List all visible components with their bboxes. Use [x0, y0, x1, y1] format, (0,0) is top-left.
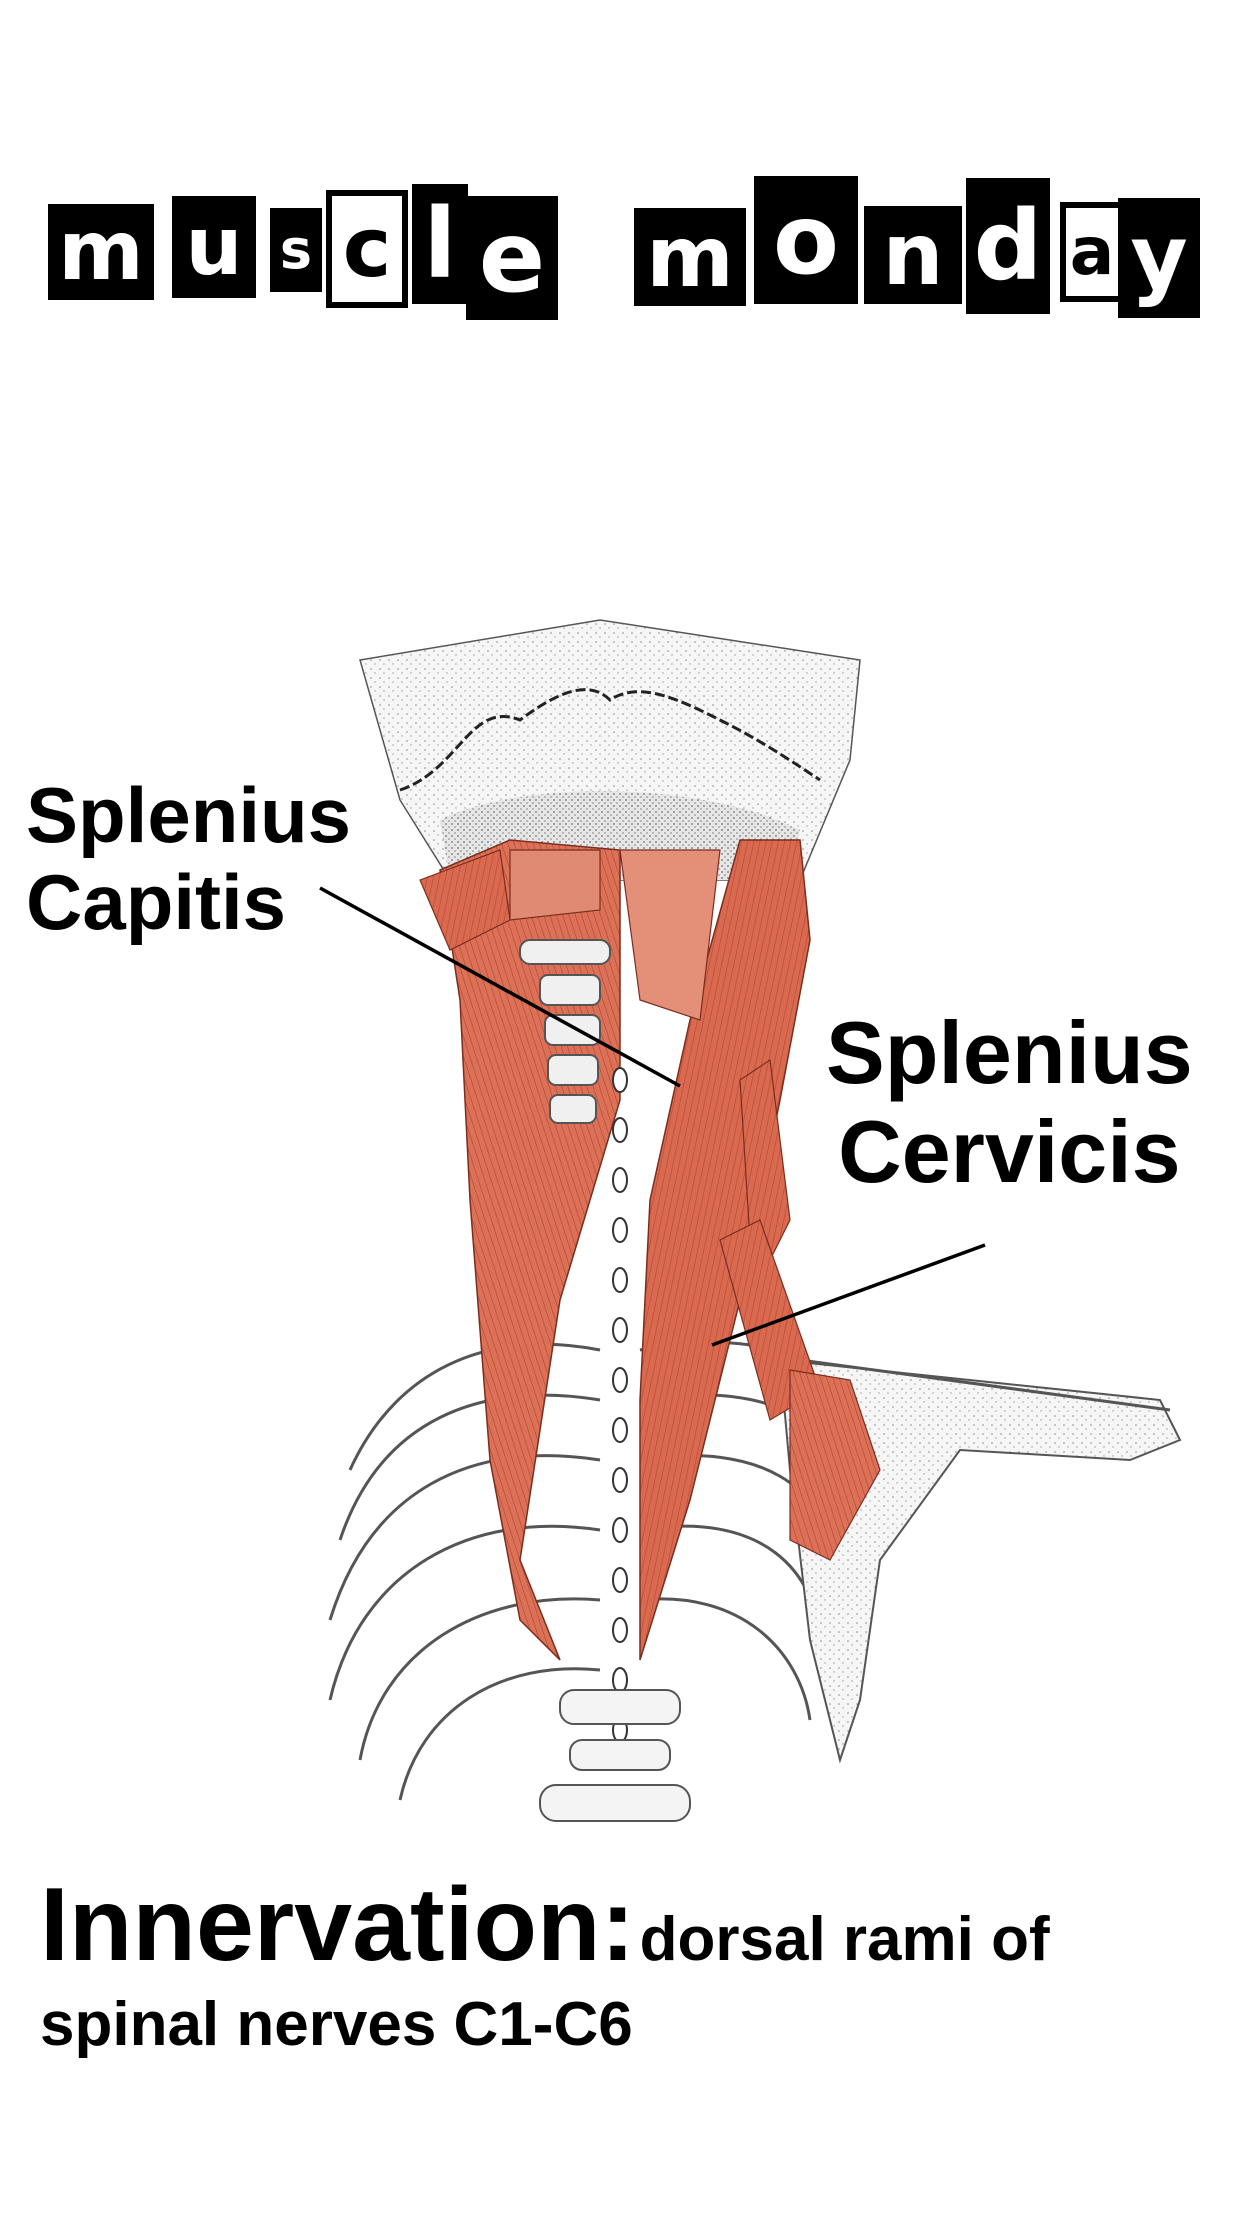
innervation-text-line1: dorsal rami of — [639, 1905, 1050, 1974]
label-line: Cervicis — [838, 1101, 1181, 1201]
label-line: Splenius — [826, 1003, 1193, 1102]
title-letter: c — [326, 190, 408, 308]
rib-cage — [328, 1340, 842, 1801]
neck-muscle-illustration — [319, 619, 1182, 1822]
title-letter: m — [48, 204, 154, 300]
splenius-cervicis-label: Splenius Cervicis — [826, 1003, 1193, 1201]
title-letter: l — [412, 184, 468, 304]
innervation-caption: Innervation: dorsal rami of spinal nerve… — [40, 1866, 1240, 2060]
suboccipital-muscles — [419, 849, 721, 1021]
title-letter: m — [634, 208, 746, 306]
title-letter: s — [270, 208, 322, 292]
title-letter: d — [966, 178, 1050, 314]
title-letter: u — [172, 196, 256, 298]
splenius-cervicis-muscle — [719, 1058, 881, 1561]
spine — [612, 1067, 628, 1743]
title-letter: y — [1118, 198, 1200, 318]
cervical-vertebrae — [519, 939, 611, 1124]
splenius-capitis-label: Splenius Capitis — [26, 771, 352, 947]
innervation-heading: Innervation: — [40, 1867, 636, 1983]
title-letter: n — [864, 206, 962, 304]
label-line: Capitis — [26, 858, 287, 947]
cervicis-leader-line — [711, 1243, 986, 1347]
thoracic-vertebrae — [539, 1689, 691, 1822]
scapula — [778, 1358, 1182, 1764]
capitis-leader-line — [319, 886, 681, 1088]
title-letter: a — [1060, 202, 1124, 302]
innervation-text-line2: spinal nerves C1-C6 — [40, 1990, 633, 2059]
title-banner: m u s c l e m o n d a y — [0, 168, 1250, 328]
title-letter: e — [466, 196, 558, 320]
title-letter: o — [754, 176, 858, 304]
label-line: Splenius — [26, 771, 352, 859]
